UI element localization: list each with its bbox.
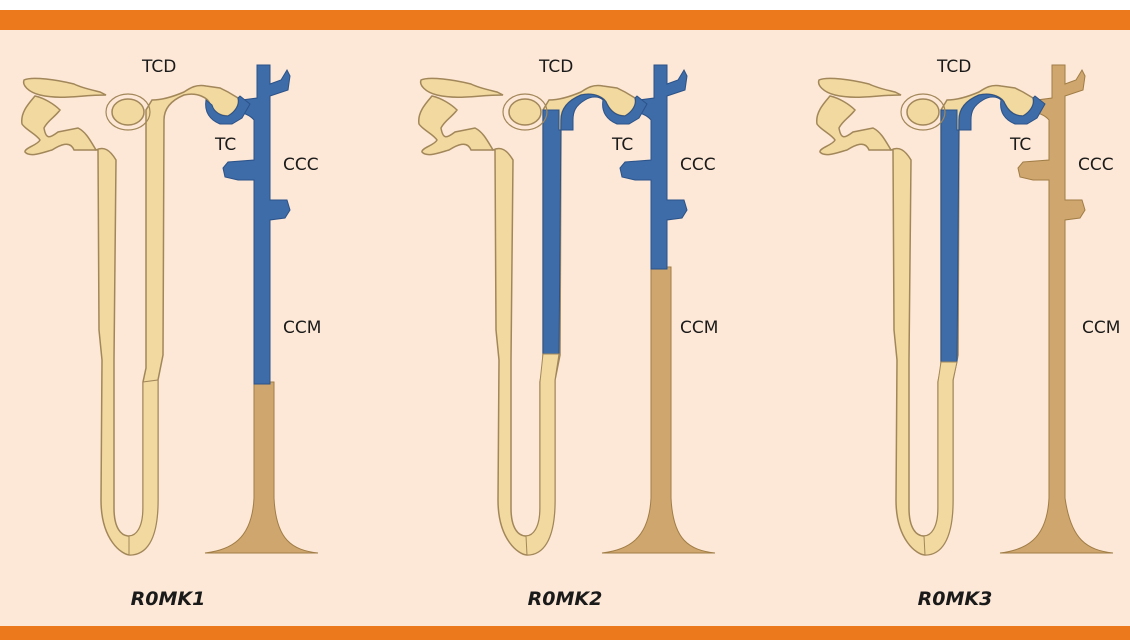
proximal-tubule bbox=[24, 78, 106, 97]
thick-ascending-limb-blue bbox=[543, 94, 647, 354]
tubule-loop bbox=[419, 85, 636, 555]
label-tc: TC bbox=[611, 135, 633, 155]
nephron-panel-2: TCD TC CCC CCM R0MK2 bbox=[419, 57, 719, 610]
label-ccc: CCC bbox=[1078, 155, 1114, 175]
tubule-loop bbox=[22, 85, 239, 555]
tubule-loop bbox=[817, 85, 1034, 555]
panel-caption: R0MK3 bbox=[918, 588, 993, 610]
glomerulus bbox=[509, 99, 541, 125]
collecting-duct-tan bbox=[602, 267, 715, 553]
ascending-limb bbox=[129, 380, 158, 555]
label-ccc: CCC bbox=[283, 155, 319, 175]
panel-caption: R0MK1 bbox=[131, 588, 206, 610]
label-tcd: TCD bbox=[141, 57, 176, 77]
nephron-panel-1: TCD TC CCC CCM R0MK1 bbox=[22, 57, 322, 610]
label-ccm: CCM bbox=[1082, 318, 1120, 338]
nephron-panel-3: TCD TC CCC CCM R0MK3 bbox=[817, 57, 1121, 610]
glomerulus bbox=[112, 99, 144, 125]
label-tcd: TCD bbox=[936, 57, 971, 77]
glomerulus bbox=[907, 99, 939, 125]
label-ccm: CCM bbox=[283, 318, 321, 338]
label-ccm: CCM bbox=[680, 318, 718, 338]
ascending-limb-pale bbox=[526, 354, 559, 555]
label-tc: TC bbox=[214, 135, 236, 155]
label-tc: TC bbox=[1009, 135, 1031, 155]
ascending-limb-pale bbox=[924, 362, 957, 555]
proximal-tubule bbox=[819, 78, 901, 97]
label-tcd: TCD bbox=[538, 57, 573, 77]
collecting-duct-tan bbox=[205, 382, 318, 553]
proximal-tubule bbox=[421, 78, 503, 97]
panel-caption: R0MK2 bbox=[528, 588, 603, 610]
label-ccc: CCC bbox=[680, 155, 716, 175]
